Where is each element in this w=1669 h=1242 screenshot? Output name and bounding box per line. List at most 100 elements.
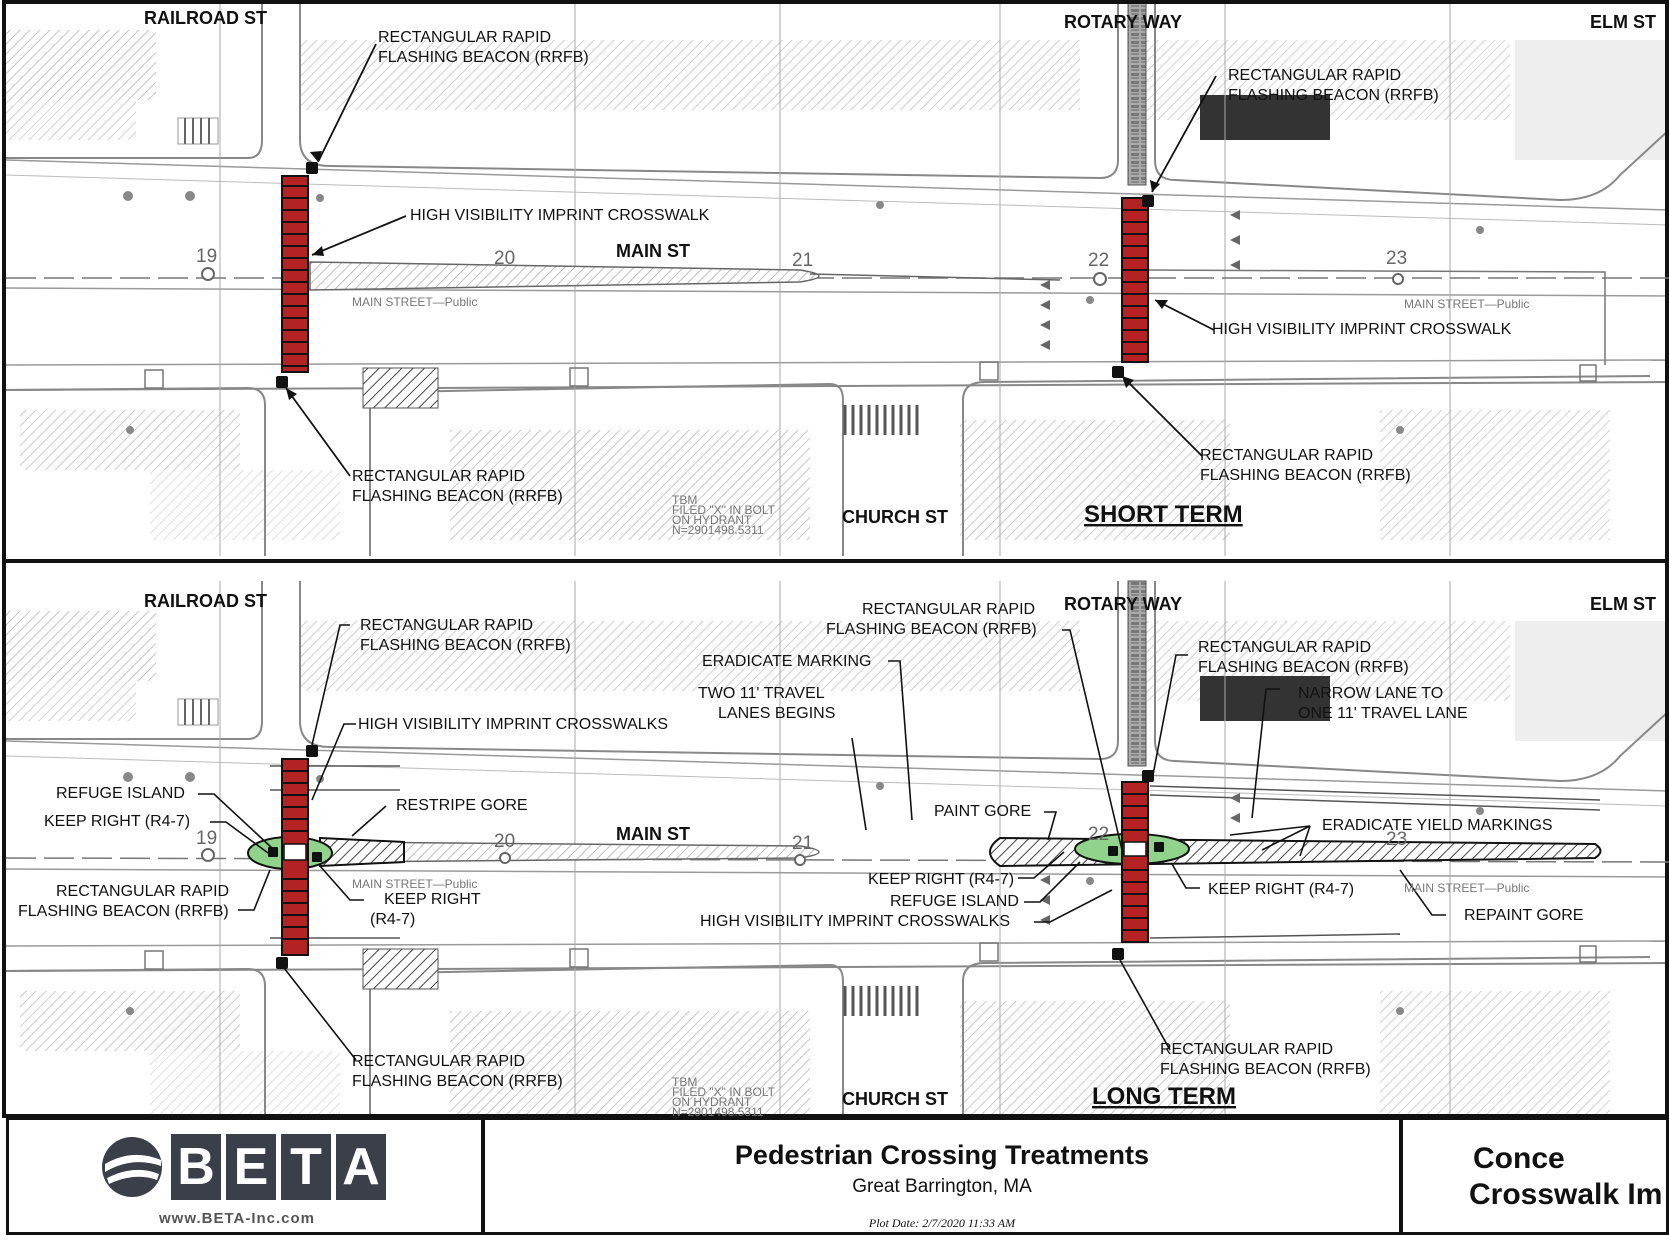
logo-cell: B E T A www.BETA-Inc.com	[6, 1117, 484, 1235]
svg-text:ON HYDRANT: ON HYDRANT	[672, 513, 752, 527]
station-label: 20	[494, 831, 515, 852]
concept-title-line-2: Crosswalk Im	[1469, 1178, 1663, 1211]
crosswalk-east	[1121, 781, 1149, 943]
callout-crosswalk-east: HIGH VISIBILITY IMPRINT CROSSWALK	[1212, 321, 1512, 338]
beta-logo: B E T A	[99, 1134, 391, 1200]
callout-rrfb-se: RECTANGULAR RAPID FLASHING BEACON (RRFB)	[1200, 447, 1411, 484]
panel-short-term: RAILROAD ST ROTARY WAY ELM ST MAIN ST CH…	[6, 8, 1669, 537]
svg-text:RECTANGULAR RAPID: RECTANGULAR RAPID	[352, 468, 525, 485]
svg-text:ONE 11' TRAVEL LANE: ONE 11' TRAVEL LANE	[1298, 705, 1468, 722]
hydrant-note: TBM FILED "X" IN BOLT ON HYDRANT N=29014…	[672, 1075, 776, 1119]
callout-repaint-gore: REPAINT GORE	[1464, 907, 1583, 924]
svg-text:ON HYDRANT: ON HYDRANT	[672, 1095, 752, 1109]
svg-text:NARROW LANE TO: NARROW LANE TO	[1298, 685, 1443, 702]
street-public-label: MAIN STREET—Public	[352, 295, 477, 309]
street-label-elm: ELM ST	[1590, 594, 1656, 614]
panel-heading-long-term: LONG TERM	[1092, 1083, 1236, 1110]
callout-rrfb-ne: RECTANGULAR RAPID FLASHING BEACON (RRFB)	[1228, 67, 1439, 104]
svg-text:RECTANGULAR RAPID: RECTANGULAR RAPID	[1160, 1041, 1333, 1058]
svg-text:KEEP RIGHT: KEEP RIGHT	[384, 891, 481, 908]
svg-text:(R4-7): (R4-7)	[370, 911, 415, 928]
street-label-elm: ELM ST	[1590, 12, 1656, 32]
station-label: 20	[494, 248, 515, 269]
logo-letter: B	[171, 1134, 221, 1200]
street-label-main: MAIN ST	[616, 241, 690, 261]
callout-refuge-island-west: REFUGE ISLAND	[56, 785, 185, 802]
svg-text:FILED "X" IN BOLT: FILED "X" IN BOLT	[672, 503, 776, 517]
callout-rrfb-mid: RECTANGULAR RAPID FLASHING BEACON (RRFB)	[826, 601, 1037, 638]
station-label: 21	[792, 833, 813, 854]
callout-refuge-island-east: REFUGE ISLAND	[890, 893, 1019, 910]
svg-text:RECTANGULAR RAPID: RECTANGULAR RAPID	[1228, 67, 1401, 84]
svg-text:FLASHING BEACON (RRFB): FLASHING BEACON (RRFB)	[1198, 659, 1409, 676]
station-label: 22	[1088, 250, 1109, 271]
street-label-railroad: RAILROAD ST	[144, 8, 267, 28]
street-label-rotary: ROTARY WAY	[1064, 594, 1182, 614]
station-label: 19	[196, 828, 217, 849]
sheet-title: Pedestrian Crossing Treatments	[734, 1140, 1150, 1170]
street-label-main: MAIN ST	[616, 824, 690, 844]
callout-rrfb-nw: RECTANGULAR RAPID FLASHING BEACON (RRFB)	[378, 29, 589, 66]
callout-rrfb-sw: RECTANGULAR RAPID FLASHING BEACON (RRFB)	[352, 1053, 563, 1090]
street-public-label: MAIN STREET—Public	[1404, 881, 1529, 895]
svg-text:TWO 11' TRAVEL: TWO 11' TRAVEL	[698, 685, 825, 702]
svg-text:RECTANGULAR RAPID: RECTANGULAR RAPID	[360, 617, 533, 634]
station-label: 21	[792, 250, 813, 271]
svg-text:FLASHING BEACON (RRFB): FLASHING BEACON (RRFB)	[360, 637, 571, 654]
title-cell: Pedestrian Crossing Treatments Great Bar…	[482, 1117, 1402, 1235]
svg-text:TBM: TBM	[672, 493, 697, 507]
panel-long-term: RAILROAD ST ROTARY WAY ELM ST MAIN ST CH…	[5, 591, 1669, 1119]
svg-text:RECTANGULAR RAPID: RECTANGULAR RAPID	[1200, 447, 1373, 464]
callout-paint-gore: PAINT GORE	[934, 803, 1031, 820]
svg-text:FILED "X" IN BOLT: FILED "X" IN BOLT	[672, 1085, 776, 1099]
street-label-church: CHURCH ST	[842, 1089, 948, 1109]
logo-letter: A	[336, 1134, 386, 1200]
callout-crosswalks-west: HIGH VISIBILITY IMPRINT CROSSWALKS	[358, 716, 668, 733]
crosswalk-west	[281, 175, 309, 373]
callout-rrfb-se: RECTANGULAR RAPID FLASHING BEACON (RRFB)	[1160, 1041, 1371, 1078]
svg-text:FLASHING BEACON (RRFB): FLASHING BEACON (RRFB)	[1228, 87, 1439, 104]
station-markers	[201, 848, 806, 866]
plan-drawing: RAILROAD ST ROTARY WAY ELM ST MAIN ST CH…	[2, 0, 1669, 1120]
callout-keep-right-east-2: KEEP RIGHT (R4-7)	[1208, 881, 1354, 898]
callout-crosswalks-east: HIGH VISIBILITY IMPRINT CROSSWALKS	[700, 913, 1010, 930]
station-label: 23	[1386, 248, 1407, 269]
station-label: 19	[196, 246, 217, 267]
street-label-rotary: ROTARY WAY	[1064, 12, 1182, 32]
svg-text:N=2901498.5311: N=2901498.5311	[672, 1105, 764, 1119]
callout-keep-right-east: KEEP RIGHT (R4-7)	[868, 871, 1014, 888]
sheet-location: Great Barrington, MA	[852, 1176, 1032, 1197]
logo-letter: E	[226, 1134, 276, 1200]
hydrant-note: TBM FILED "X" IN BOLT ON HYDRANT N=29014…	[672, 493, 776, 537]
svg-text:FLASHING BEACON (RRFB): FLASHING BEACON (RRFB)	[18, 903, 229, 920]
callout-two-travel-lanes: TWO 11' TRAVEL LANES BEGINS	[698, 685, 835, 722]
callout-rrfb-nw: RECTANGULAR RAPID FLASHING BEACON (RRFB)	[360, 617, 571, 654]
street-public-label: MAIN STREET—Public	[352, 877, 477, 891]
callout-keep-right-west: KEEP RIGHT (R4-7)	[44, 813, 190, 830]
svg-text:FLASHING BEACON (RRFB): FLASHING BEACON (RRFB)	[1200, 467, 1411, 484]
callout-rrfb-ne: RECTANGULAR RAPID FLASHING BEACON (RRFB)	[1198, 639, 1409, 676]
svg-text:RECTANGULAR RAPID: RECTANGULAR RAPID	[352, 1053, 525, 1070]
concept-title-line-1: Conce	[1473, 1142, 1565, 1175]
callout-rrfb-west-left: RECTANGULAR RAPID FLASHING BEACON (RRFB)	[18, 883, 229, 920]
rrfb-symbols	[268, 745, 1164, 969]
station-markers	[201, 267, 1404, 286]
svg-text:FLASHING BEACON (RRFB): FLASHING BEACON (RRFB)	[352, 488, 563, 505]
street-label-railroad: RAILROAD ST	[144, 591, 267, 611]
svg-text:FLASHING BEACON (RRFB): FLASHING BEACON (RRFB)	[378, 49, 589, 66]
title-block: B E T A www.BETA-Inc.com Pedestrian Cros…	[6, 1117, 1669, 1237]
svg-text:N=2901498.5311: N=2901498.5311	[672, 523, 764, 537]
svg-text:LANES BEGINS: LANES BEGINS	[718, 705, 835, 722]
callout-narrow-lane: NARROW LANE TO ONE 11' TRAVEL LANE	[1298, 685, 1468, 722]
callout-keep-right-west-2: KEEP RIGHT (R4-7)	[370, 891, 481, 928]
concept-cell: Conce Crosswalk Im	[1400, 1117, 1669, 1235]
callout-eradicate-marking: ERADICATE MARKING	[702, 653, 872, 670]
callout-rrfb-sw: RECTANGULAR RAPID FLASHING BEACON (RRFB)	[352, 468, 563, 505]
street-public-label: MAIN STREET—Public	[1404, 297, 1529, 311]
svg-text:TBM: TBM	[672, 1075, 697, 1089]
crosswalk-east	[1121, 197, 1149, 363]
plot-date: Plot Date: 2/7/2020 11:33 AM	[868, 1216, 1016, 1230]
svg-text:FLASHING BEACON (RRFB): FLASHING BEACON (RRFB)	[826, 621, 1037, 638]
svg-text:RECTANGULAR RAPID: RECTANGULAR RAPID	[378, 29, 551, 46]
svg-text:FLASHING BEACON (RRFB): FLASHING BEACON (RRFB)	[352, 1073, 563, 1090]
